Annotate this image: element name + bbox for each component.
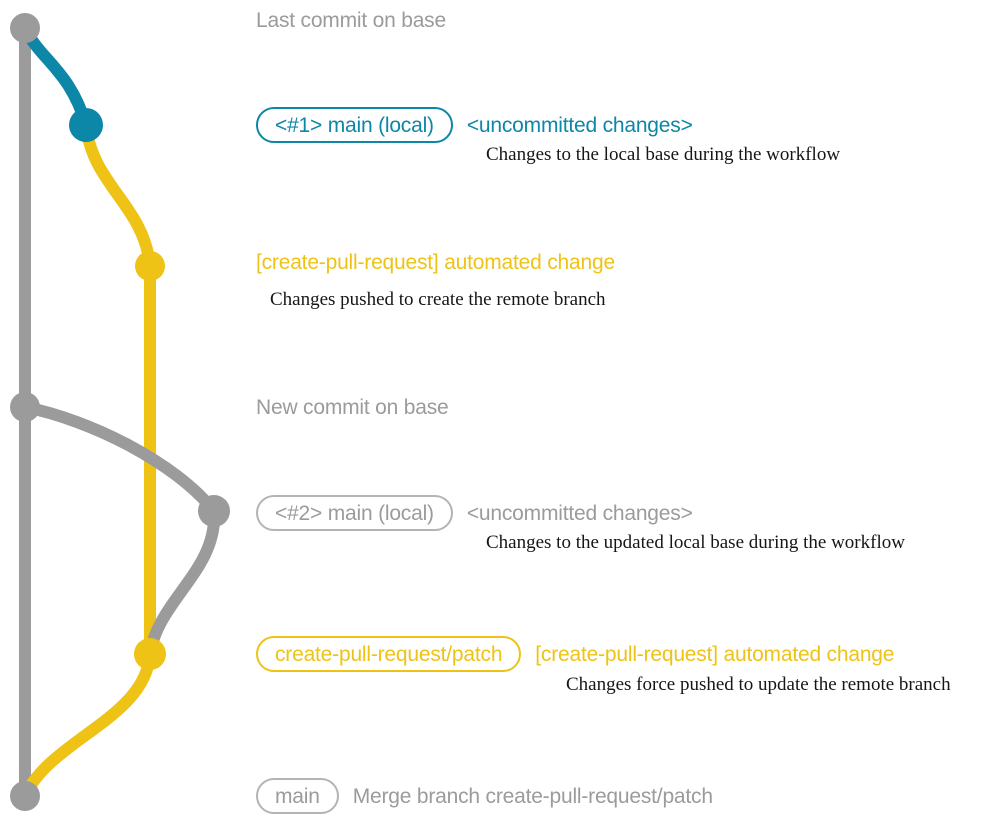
branch-badge-create-pull-request-patch[interactable]: create-pull-request/patch	[256, 636, 522, 672]
commit-row-merge: main Merge branch create-pull-request/pa…	[256, 778, 713, 814]
branch-badge-main[interactable]: main	[256, 778, 339, 814]
commit-row-automated-change-2: create-pull-request/patch [create-pull-r…	[256, 636, 894, 672]
description-text: Changes to the local base during the wor…	[486, 144, 841, 165]
description-text: Changes pushed to create the remote bran…	[270, 289, 606, 310]
commit-row-new-commit: New commit on base	[256, 396, 449, 419]
description-text: Changes to the updated local base during…	[486, 532, 905, 553]
commit-subject-merge: Merge branch create-pull-request/patch	[352, 784, 713, 808]
node-merge-commit	[10, 781, 40, 811]
commit-row-local-change-2: <#2> main (local) <uncommitted changes>	[256, 495, 693, 531]
commit-description-automated-change-2: Changes force pushed to update the remot…	[566, 675, 951, 694]
node-automated-change-2	[134, 638, 166, 670]
node-main-local-2	[198, 495, 230, 527]
commit-subject-last-commit: Last commit on base	[256, 9, 446, 32]
commit-subject-automated-change-1: [create-pull-request] automated change	[256, 251, 615, 274]
edge-base-to-main-local-2	[19, 401, 220, 517]
commit-row-local-change-1: <#1> main (local) <uncommitted changes>	[256, 107, 693, 143]
edge-base-to-main-local-1	[19, 22, 92, 131]
node-last-commit-on-base	[10, 13, 40, 43]
commit-row-last-commit: Last commit on base	[256, 10, 446, 31]
edge-main-local-2-to-automated-2	[144, 505, 221, 660]
node-new-commit-on-base	[10, 392, 40, 422]
commit-row-automated-change-1: [create-pull-request] automated change	[256, 252, 615, 273]
commit-description-automated-change-1: Changes pushed to create the remote bran…	[270, 290, 606, 309]
commit-subject-new-commit: New commit on base	[256, 396, 449, 419]
description-text: Changes force pushed to update the remot…	[566, 674, 951, 695]
commit-description-local-change-1: Changes to the local base during the wor…	[486, 145, 840, 164]
commit-subject-local-change-1: <uncommitted changes>	[466, 113, 693, 137]
node-main-local-1	[69, 108, 103, 142]
edge-automated-2-to-merge	[19, 648, 156, 802]
commit-subject-automated-change-2: [create-pull-request] automated change	[535, 642, 895, 666]
commit-description-local-change-2: Changes to the updated local base during…	[486, 533, 905, 552]
node-automated-change-1	[135, 251, 165, 281]
branch-badge-main-local-2[interactable]: <#2> main (local)	[256, 495, 453, 531]
commit-subject-local-change-2: <uncommitted changes>	[466, 501, 693, 525]
branch-badge-main-local-1[interactable]: <#1> main (local)	[256, 107, 453, 143]
edge-main-local-1-to-automated-1	[80, 119, 156, 272]
